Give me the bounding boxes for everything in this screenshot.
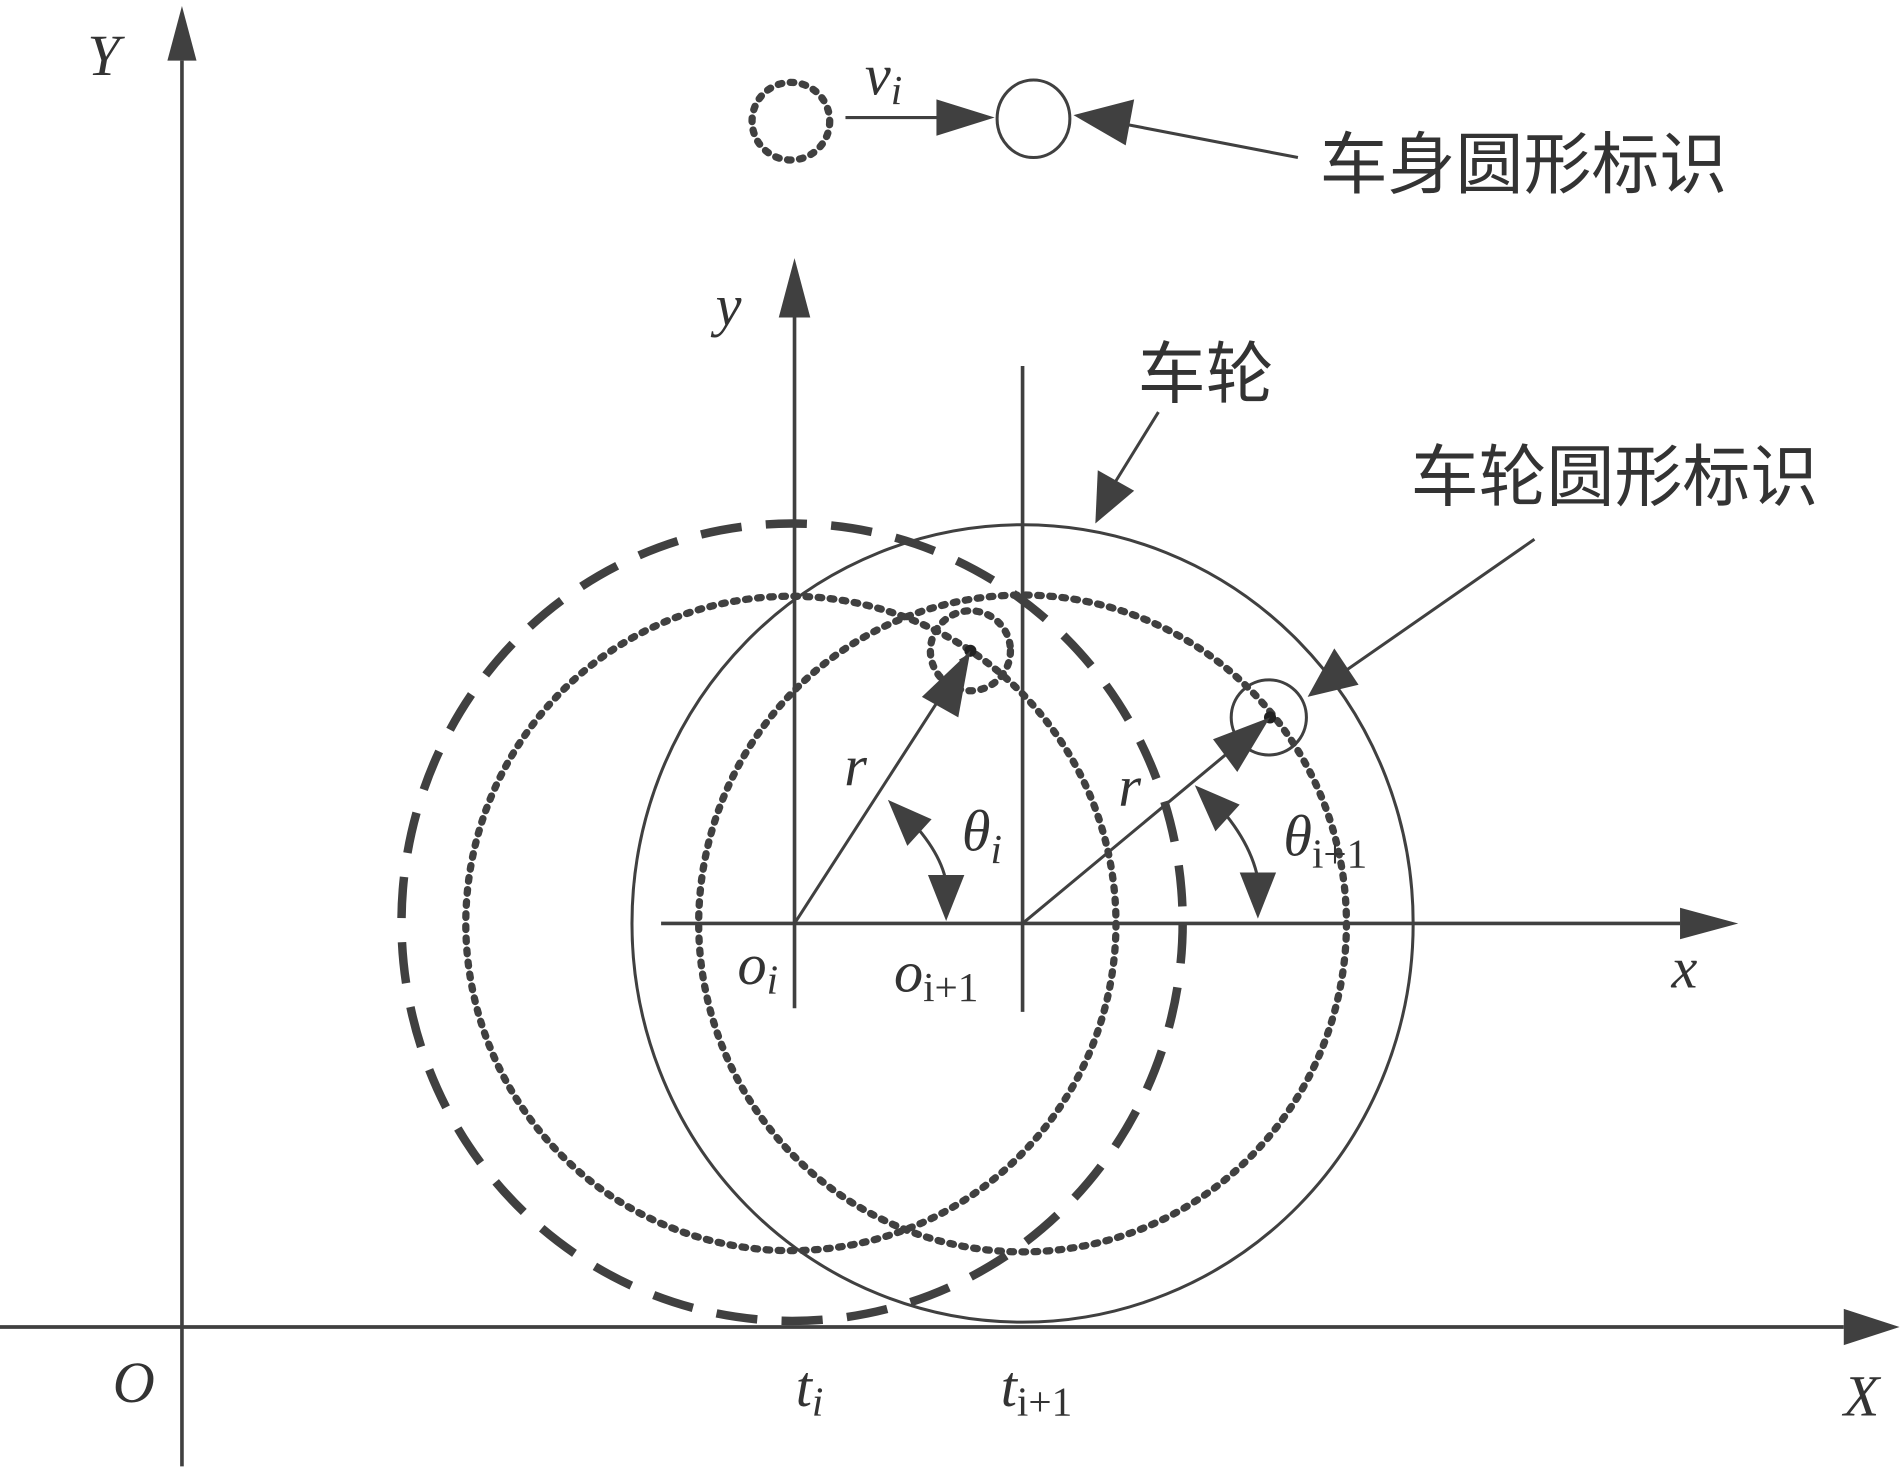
o-i1-label: oi+1 — [894, 939, 978, 1010]
body-marker-solid — [995, 78, 1072, 160]
body-marker-pointer-head — [1073, 99, 1135, 146]
X-axis-arrow — [1843, 1308, 1900, 1346]
body-marker-dotted — [748, 78, 834, 164]
wheel-marker-solid — [1229, 678, 1308, 757]
v-i-label: vi — [865, 43, 902, 114]
wheel-pointer — [1112, 411, 1160, 486]
velocity-arrowhead — [936, 99, 995, 136]
angle-arc-i-arrow-bottom — [927, 874, 965, 922]
marker-path-dotted-i1 — [695, 591, 1351, 1256]
radius-arrowhead-i1 — [1213, 717, 1271, 772]
wheel-pointer-head — [1095, 470, 1135, 524]
x-local-label: x — [1671, 936, 1698, 1001]
theta-i-label: θi — [962, 799, 1002, 872]
wheel-marker-label: 车轮圆形标识 — [1411, 439, 1818, 518]
wheel-solid-circle — [630, 523, 1415, 1324]
Y-axis-arrow — [167, 6, 197, 61]
radius-arrowhead-i — [921, 650, 971, 718]
wheel-marker-pointer — [1345, 538, 1536, 672]
t-i1-label: ti+1 — [1001, 1354, 1073, 1425]
body-marker-label: 车身圆形标识 — [1320, 126, 1727, 205]
angle-arc-i1-arrow-bottom — [1239, 872, 1277, 919]
y-local-label: y — [711, 273, 742, 338]
radius-label-i1: r — [1118, 754, 1141, 819]
x-local-arrow — [1680, 907, 1739, 940]
X-axis-label: X — [1842, 1363, 1882, 1428]
Y-axis-label: Y — [87, 23, 125, 88]
angle-arc-i1-arrow-top — [1194, 785, 1240, 832]
y-local-arrow — [778, 258, 811, 318]
theta-i1-label: θi+1 — [1283, 804, 1367, 877]
angle-arc-i-arrow-top — [887, 799, 932, 846]
wheel-marker-dotted — [926, 607, 1015, 695]
radius-label-i: r — [844, 733, 867, 798]
o-i-label: oi — [738, 932, 779, 1003]
t-i-label: ti — [796, 1354, 824, 1425]
wheel-marker-pointer-head — [1307, 648, 1359, 697]
marker-path-dotted-i — [462, 592, 1120, 1255]
wheel-dashed-circle — [397, 519, 1187, 1326]
origin-label: O — [113, 1350, 155, 1415]
wheel-label: 车轮 — [1138, 336, 1274, 415]
body-marker-pointer — [1121, 122, 1299, 160]
